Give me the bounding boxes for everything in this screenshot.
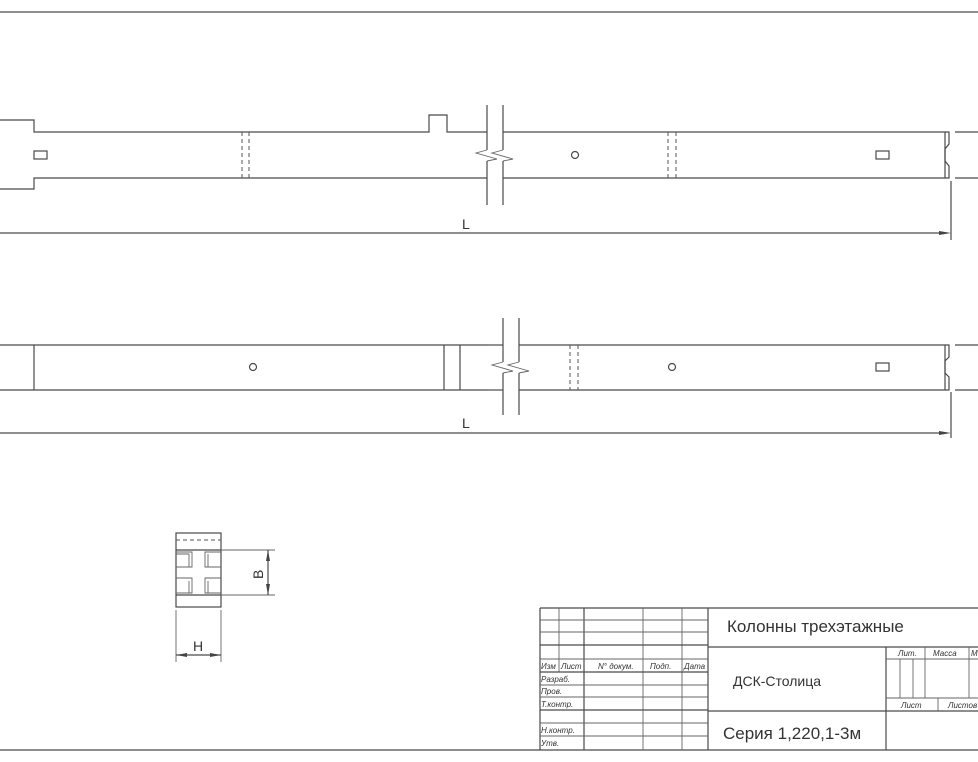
header-izm: Изм bbox=[541, 662, 556, 671]
height-dimension-label: H bbox=[193, 638, 203, 654]
organization-name: ДСК-Столица bbox=[733, 673, 821, 689]
embedded-part-rect bbox=[875, 362, 890, 372]
row-norm-control: Н.контр. bbox=[541, 726, 575, 735]
row-tech-control: Т.контр. bbox=[541, 700, 573, 709]
header-list: Лист bbox=[560, 662, 582, 671]
drawing-title: Колонны трехэтажные bbox=[727, 617, 904, 636]
sheets-label: Листов bbox=[947, 701, 977, 710]
series-label: Серия 1,220,1-3м bbox=[723, 724, 861, 743]
header-date: Дата bbox=[683, 662, 706, 671]
row-checked: Пров. bbox=[541, 687, 562, 696]
header-doc-number: N° докум. bbox=[598, 662, 634, 671]
length-dimension-label: L bbox=[462, 415, 470, 431]
hole-circle bbox=[667, 362, 677, 372]
embedded-part-rect bbox=[33, 150, 48, 160]
embedded-part-rect bbox=[875, 150, 890, 160]
column-view-1: L bbox=[0, 105, 978, 240]
hole-circle bbox=[570, 150, 580, 160]
header-signature: Подп. bbox=[650, 662, 671, 671]
length-dimension-label: L bbox=[462, 216, 470, 232]
title-block: Изм Лист N° докум. Подп. Дата Разраб. Пр… bbox=[539, 607, 978, 750]
hole-circle bbox=[248, 362, 258, 372]
lit-label: Лит. bbox=[897, 649, 917, 658]
width-dimension-label: B bbox=[250, 570, 266, 579]
row-developed: Разраб. bbox=[541, 675, 570, 684]
cross-section: B H bbox=[175, 532, 275, 662]
column-view-2: L bbox=[0, 318, 978, 438]
scale-label: М bbox=[971, 649, 978, 658]
row-approved: Утв. bbox=[540, 739, 559, 748]
mass-label: Масса bbox=[933, 649, 957, 658]
sheet-label: Лист bbox=[900, 701, 922, 710]
